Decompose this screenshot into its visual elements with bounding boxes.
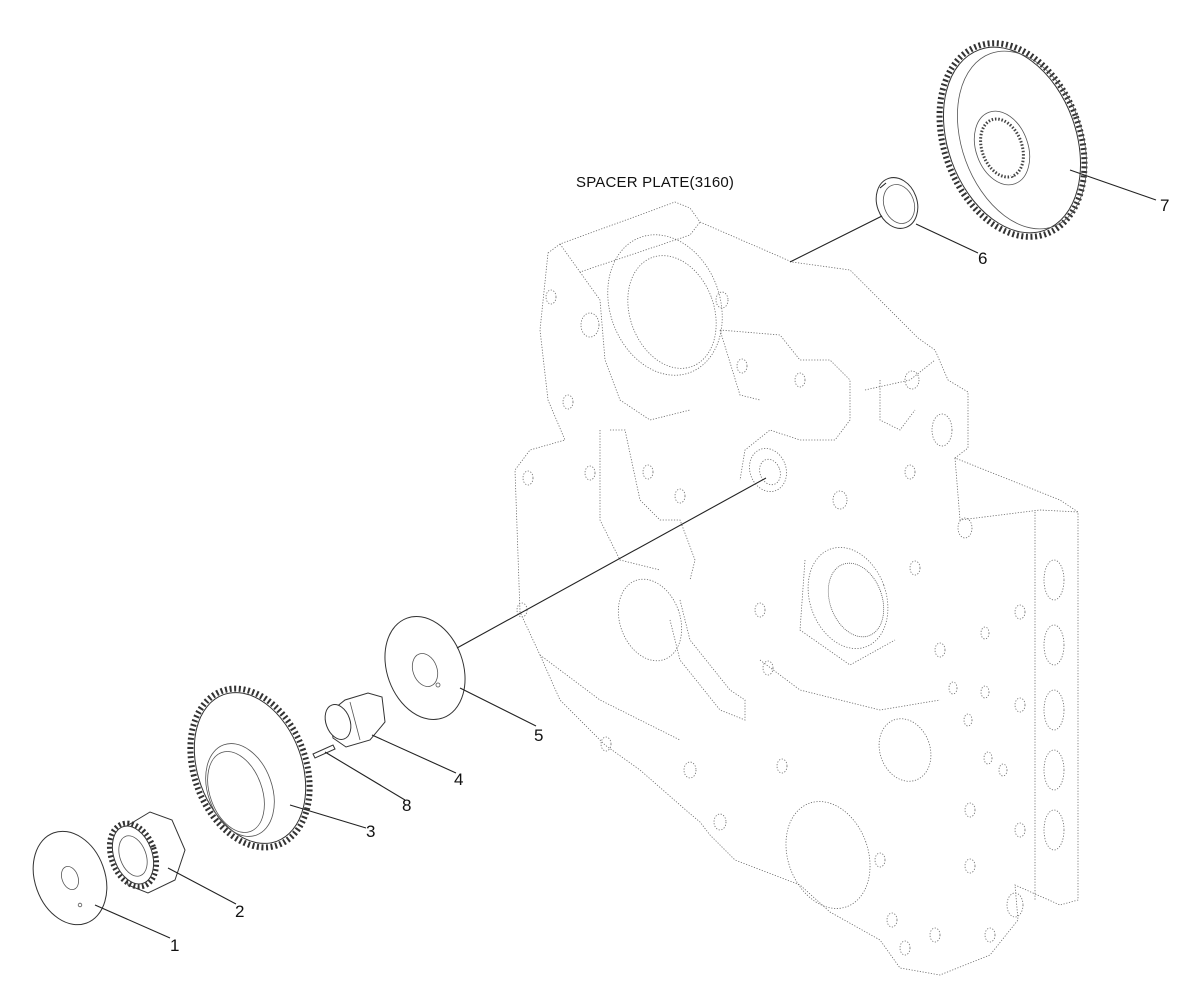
bolt-holes: [516, 289, 1026, 956]
part-7-large-gear: [936, 40, 1088, 240]
callout-8: 8: [402, 796, 411, 815]
part-4-shaft: [324, 692, 386, 748]
callout-5: 5: [534, 726, 543, 745]
spacer-plate-housing: [514, 201, 1079, 976]
callout-3: 3: [366, 822, 375, 841]
part-1-washer: [32, 830, 108, 926]
assembly-lines: [456, 215, 883, 649]
spacer-plate-label: SPACER PLATE(3160): [576, 174, 734, 191]
part-3-gear: [187, 685, 313, 851]
leader-lines: [94, 169, 1157, 939]
callout-7: 7: [1160, 196, 1169, 215]
part-6-snap-ring: [875, 177, 919, 229]
side-ports: [931, 413, 1065, 918]
callout-4: 4: [454, 770, 463, 789]
part-2-splined-hub: [106, 811, 186, 894]
callout-2: 2: [235, 902, 244, 921]
part-8-pin: [312, 744, 336, 759]
callout-1: 1: [170, 936, 179, 955]
callout-6: 6: [978, 249, 987, 268]
part-5-thrust-washer: [384, 616, 466, 720]
